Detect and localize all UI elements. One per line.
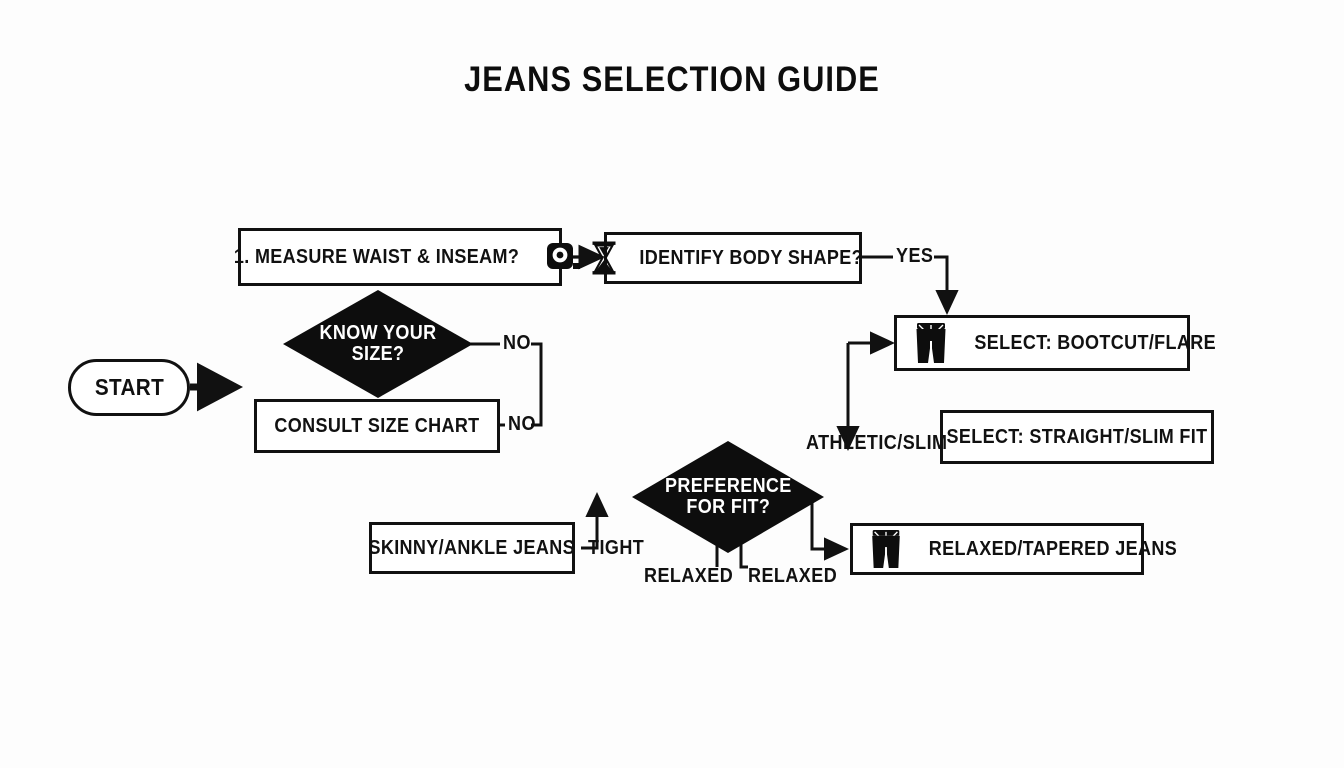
node-select-straight-slim[interactable]: SELECT: STRAIGHT/SLIM FIT (940, 410, 1214, 464)
tape-measure-icon (546, 242, 582, 272)
node-relaxed-tapered-label: RELAXED/TAPERED JEANS (928, 537, 1178, 560)
edge-tight-to-preference (581, 492, 609, 550)
node-identify-body-shape[interactable]: IDENTIFY BODY SHAPE? (592, 232, 863, 284)
node-skinny-label: SKINNY/ANKLE JEANS (368, 536, 576, 559)
edge-label-relaxed-left: RELAXED (644, 565, 734, 587)
edge-label-no-top: NO (503, 332, 531, 354)
jeans-icon (867, 528, 905, 570)
node-size-chart-label: CONSULT SIZE CHART (274, 414, 480, 437)
edge-yes-to-bootcut (934, 255, 959, 315)
node-measure-waist-inseam[interactable]: 1. MEASURE WAIST & INSEAM? (234, 228, 580, 286)
node-start-label: START (94, 374, 164, 400)
page-title: JEANS SELECTION GUIDE (464, 60, 880, 99)
node-consult-size-chart[interactable]: CONSULT SIZE CHART (254, 399, 500, 453)
node-bodyshape-label: IDENTIFY BODY SHAPE? (639, 246, 863, 269)
node-bootcut-label: SELECT: BOOTCUT/FLARE (974, 331, 1216, 354)
edge-label-no-bottom: NO (508, 413, 536, 435)
node-know-your-size-label: KNOW YOUR SIZE? (319, 322, 437, 365)
node-skinny-ankle-jeans[interactable]: SKINNY/ANKLE JEANS (369, 522, 575, 574)
edge-label-yes: YES (896, 245, 934, 267)
node-straight-label: SELECT: STRAIGHT/SLIM FIT (946, 425, 1208, 448)
node-relaxed-tapered-jeans[interactable]: RELAXED/TAPERED JEANS (850, 523, 1177, 575)
node-know-your-size[interactable]: KNOW YOUR SIZE? (283, 290, 473, 398)
node-preference-label: PREFERENCE FOR FIT? (664, 475, 792, 518)
node-preference-for-fit[interactable]: PREFERENCE FOR FIT? (632, 441, 824, 553)
hourglass-icon (591, 241, 617, 275)
node-measure-label: 1. MEASURE WAIST & INSEAM? (234, 245, 520, 268)
edge-no-bracket (531, 342, 543, 427)
node-start[interactable]: START (68, 359, 190, 416)
edge-label-relaxed-right: RELAXED (748, 565, 838, 587)
jeans-icon (911, 321, 951, 365)
node-select-bootcut-flare[interactable]: SELECT: BOOTCUT/FLARE (894, 315, 1216, 371)
edge-branch-bootcut (836, 331, 895, 451)
edge-label-athletic-slim: ATHLETIC/SLIM (806, 432, 948, 454)
edge-label-tight: TIGHT (588, 537, 645, 559)
